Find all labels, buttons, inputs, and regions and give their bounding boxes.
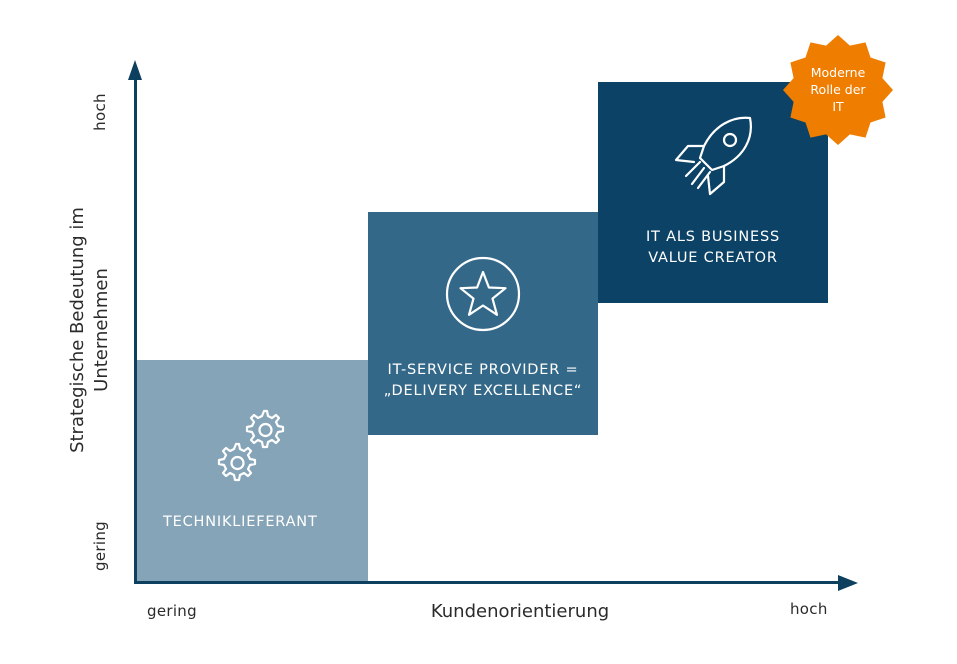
y-axis-low-label: gering bbox=[91, 521, 109, 571]
modern-role-badge: Moderne Rolle der IT bbox=[782, 34, 894, 146]
badge-starburst-shape bbox=[783, 35, 893, 145]
y-axis-title-line2: Unternehmen bbox=[91, 268, 112, 392]
x-axis-arrow bbox=[838, 575, 858, 591]
y-axis-high-label: hoch bbox=[91, 93, 109, 131]
x-axis-title: Kundenorientierung bbox=[430, 601, 610, 622]
step-label-line: VALUE CREATOR bbox=[648, 250, 778, 266]
step-label-line: „DELIVERY EXCELLENCE“ bbox=[383, 383, 583, 399]
step-box-business-value-creator: IT ALS BUSINESS VALUE CREATOR bbox=[598, 82, 828, 303]
x-axis-low-label: gering bbox=[147, 602, 197, 620]
step-box-it-service-provider: IT-SERVICE PROVIDER = „DELIVERY EXCELLEN… bbox=[368, 212, 598, 435]
step-label-it-service-provider: IT-SERVICE PROVIDER = „DELIVERY EXCELLEN… bbox=[368, 360, 598, 402]
y-axis-title-line1: Strategische Bedeutung im bbox=[67, 207, 88, 453]
badge-text-line: IT bbox=[832, 99, 844, 114]
rocket-icon bbox=[674, 116, 752, 196]
step-label-line: IT ALS BUSINESS bbox=[645, 229, 780, 245]
badge-text-line: Moderne bbox=[810, 65, 866, 80]
y-axis-title: Strategische Bedeutung im Unternehmen bbox=[66, 190, 114, 470]
gears-icon bbox=[217, 409, 285, 482]
x-axis-high-label: hoch bbox=[790, 600, 828, 618]
x-axis-line bbox=[134, 581, 844, 584]
y-axis-arrow bbox=[128, 60, 142, 80]
step-label-line: IT-SERVICE PROVIDER = bbox=[387, 362, 579, 378]
step-label-line: TECHNIKLIEFERANT bbox=[163, 514, 318, 530]
step-label-technology-supplier: TECHNIKLIEFERANT bbox=[137, 512, 368, 533]
y-axis-line bbox=[134, 76, 137, 583]
star-icon bbox=[445, 256, 521, 332]
badge-text: Moderne Rolle der IT bbox=[782, 64, 894, 115]
step-label-business-value-creator: IT ALS BUSINESS VALUE CREATOR bbox=[598, 227, 828, 269]
step-box-technology-supplier: TECHNIKLIEFERANT bbox=[137, 360, 368, 581]
badge-text-line: Rolle der bbox=[810, 82, 866, 97]
